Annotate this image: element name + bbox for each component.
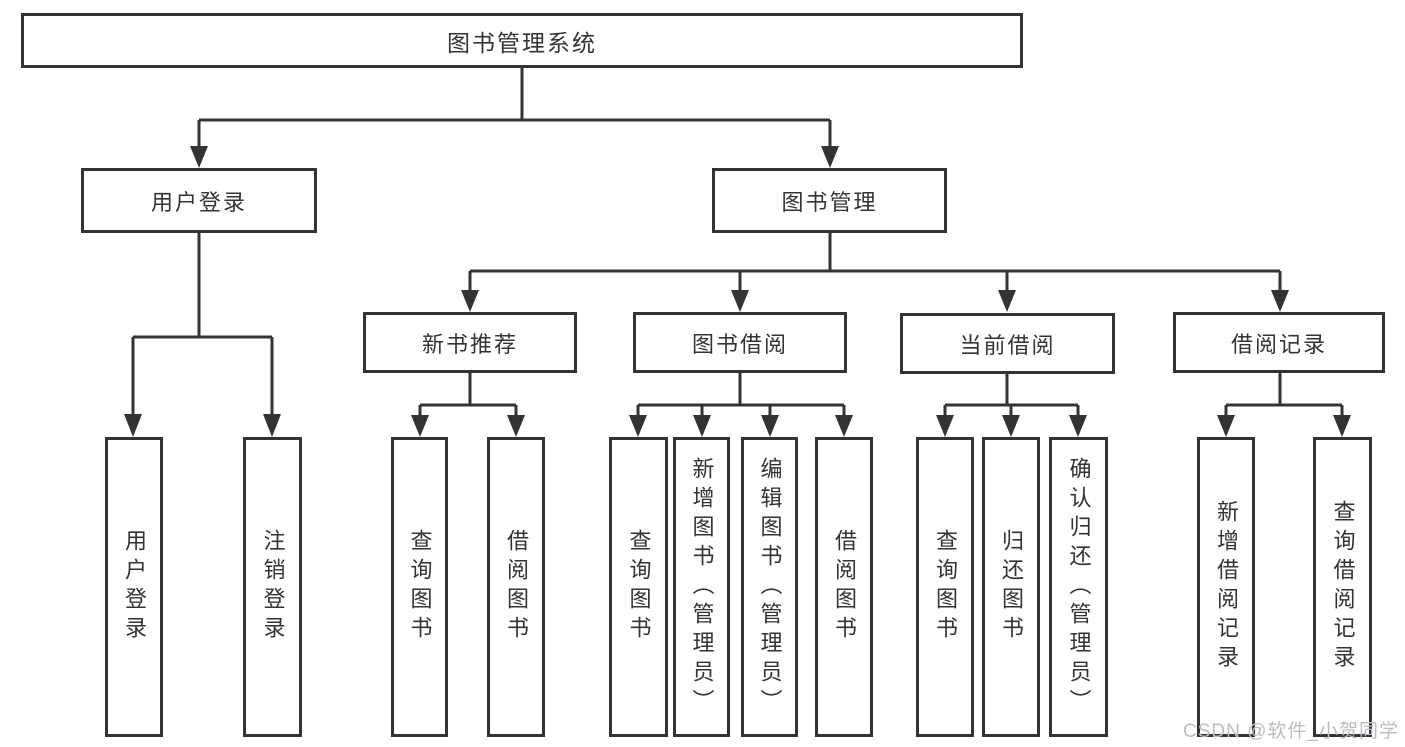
arrow-down-icon bbox=[263, 414, 281, 437]
connector-book-borrow-branch bbox=[636, 373, 846, 419]
leaf-logout: 注销登录 bbox=[243, 437, 302, 737]
leaf-query-books-1: 查询图书 bbox=[391, 437, 448, 737]
node-current-borrow-label: 当前借阅 bbox=[959, 332, 1056, 358]
node-system-root: 图书管理系统 bbox=[21, 13, 1023, 68]
node-new-book-rec-label: 新书推荐 bbox=[421, 331, 518, 357]
connector-current-borrow-branch bbox=[943, 373, 1080, 419]
arrow-down-icon bbox=[693, 415, 711, 437]
leaf-borrow-books-2-label: 借阅图书 bbox=[832, 529, 857, 645]
leaf-add-books-admin-label: 新增图书（管理员） bbox=[689, 456, 715, 718]
node-system-root-label: 图书管理系统 bbox=[447, 29, 597, 56]
node-user-login-branch-label: 用户登录 bbox=[150, 189, 247, 215]
leaf-add-books-admin: 新增图书（管理员） bbox=[673, 437, 730, 737]
connector-root-to-level2 bbox=[197, 68, 832, 150]
node-user-login-branch: 用户登录 bbox=[81, 168, 317, 233]
leaf-logout-label: 注销登录 bbox=[260, 529, 286, 645]
leaf-user-login: 用户登录 bbox=[105, 437, 163, 737]
node-new-book-rec: 新书推荐 bbox=[363, 312, 577, 373]
arrow-down-icon bbox=[761, 415, 779, 437]
node-book-borrow: 图书借阅 bbox=[633, 312, 847, 373]
node-book-mgmt-branch: 图书管理 bbox=[712, 168, 947, 233]
leaf-query-borrow-record: 查询借阅记录 bbox=[1313, 437, 1372, 737]
leaf-query-books-3-label: 查询图书 bbox=[933, 529, 958, 645]
arrow-down-icon bbox=[1069, 415, 1087, 437]
connector-new-book-branch bbox=[418, 373, 518, 419]
arrow-down-icon bbox=[998, 290, 1016, 312]
leaf-query-books-1-label: 查询图书 bbox=[407, 529, 433, 645]
arrow-down-icon bbox=[507, 415, 525, 437]
arrow-down-icon bbox=[411, 415, 429, 437]
leaf-borrow-books-1-label: 借阅图书 bbox=[504, 529, 529, 645]
arrow-down-icon bbox=[1333, 415, 1351, 437]
leaf-query-books-2: 查询图书 bbox=[609, 437, 668, 737]
node-current-borrow: 当前借阅 bbox=[900, 313, 1115, 374]
arrow-down-icon bbox=[835, 415, 853, 437]
connector-book-mgmt-branch bbox=[468, 233, 1282, 294]
leaf-add-borrow-record-label: 新增借阅记录 bbox=[1214, 500, 1239, 674]
node-book-borrow-label: 图书借阅 bbox=[691, 331, 788, 357]
arrow-down-icon bbox=[124, 414, 142, 437]
node-borrow-records: 借阅记录 bbox=[1173, 312, 1385, 373]
connector-borrow-records-branch bbox=[1224, 373, 1344, 419]
node-book-mgmt-branch-label: 图书管理 bbox=[781, 189, 878, 215]
leaf-borrow-books-1: 借阅图书 bbox=[487, 437, 545, 737]
leaf-add-borrow-record: 新增借阅记录 bbox=[1197, 437, 1255, 737]
leaf-return-books-label: 归还图书 bbox=[999, 529, 1024, 645]
connector-user-login-branch bbox=[131, 233, 274, 418]
arrow-down-icon bbox=[731, 290, 749, 312]
csdn-watermark: CSDN @软件_小贺同学 bbox=[1183, 721, 1399, 742]
arrow-down-icon bbox=[461, 290, 479, 312]
arrow-down-icon bbox=[1002, 415, 1020, 437]
arrow-down-icon bbox=[190, 146, 208, 168]
arrow-down-icon bbox=[1217, 415, 1235, 437]
leaf-query-borrow-record-label: 查询借阅记录 bbox=[1330, 500, 1356, 674]
leaf-edit-books-admin: 编辑图书（管理员） bbox=[741, 437, 798, 737]
leaf-confirm-return-admin-label: 确认归还（管理员） bbox=[1066, 456, 1092, 718]
arrow-down-icon bbox=[1271, 290, 1289, 312]
leaf-return-books: 归还图书 bbox=[982, 437, 1040, 737]
leaf-borrow-books-2: 借阅图书 bbox=[815, 437, 873, 737]
node-borrow-records-label: 借阅记录 bbox=[1230, 331, 1327, 357]
arrow-down-icon bbox=[936, 415, 954, 437]
leaf-confirm-return-admin: 确认归还（管理员） bbox=[1049, 437, 1108, 737]
arrow-down-icon bbox=[629, 415, 647, 437]
arrow-down-icon bbox=[821, 146, 839, 168]
leaf-query-books-3: 查询图书 bbox=[916, 437, 974, 737]
leaf-user-login-label: 用户登录 bbox=[122, 529, 147, 645]
leaf-edit-books-admin-label: 编辑图书（管理员） bbox=[757, 456, 783, 718]
leaf-query-books-2-label: 查询图书 bbox=[626, 529, 652, 645]
